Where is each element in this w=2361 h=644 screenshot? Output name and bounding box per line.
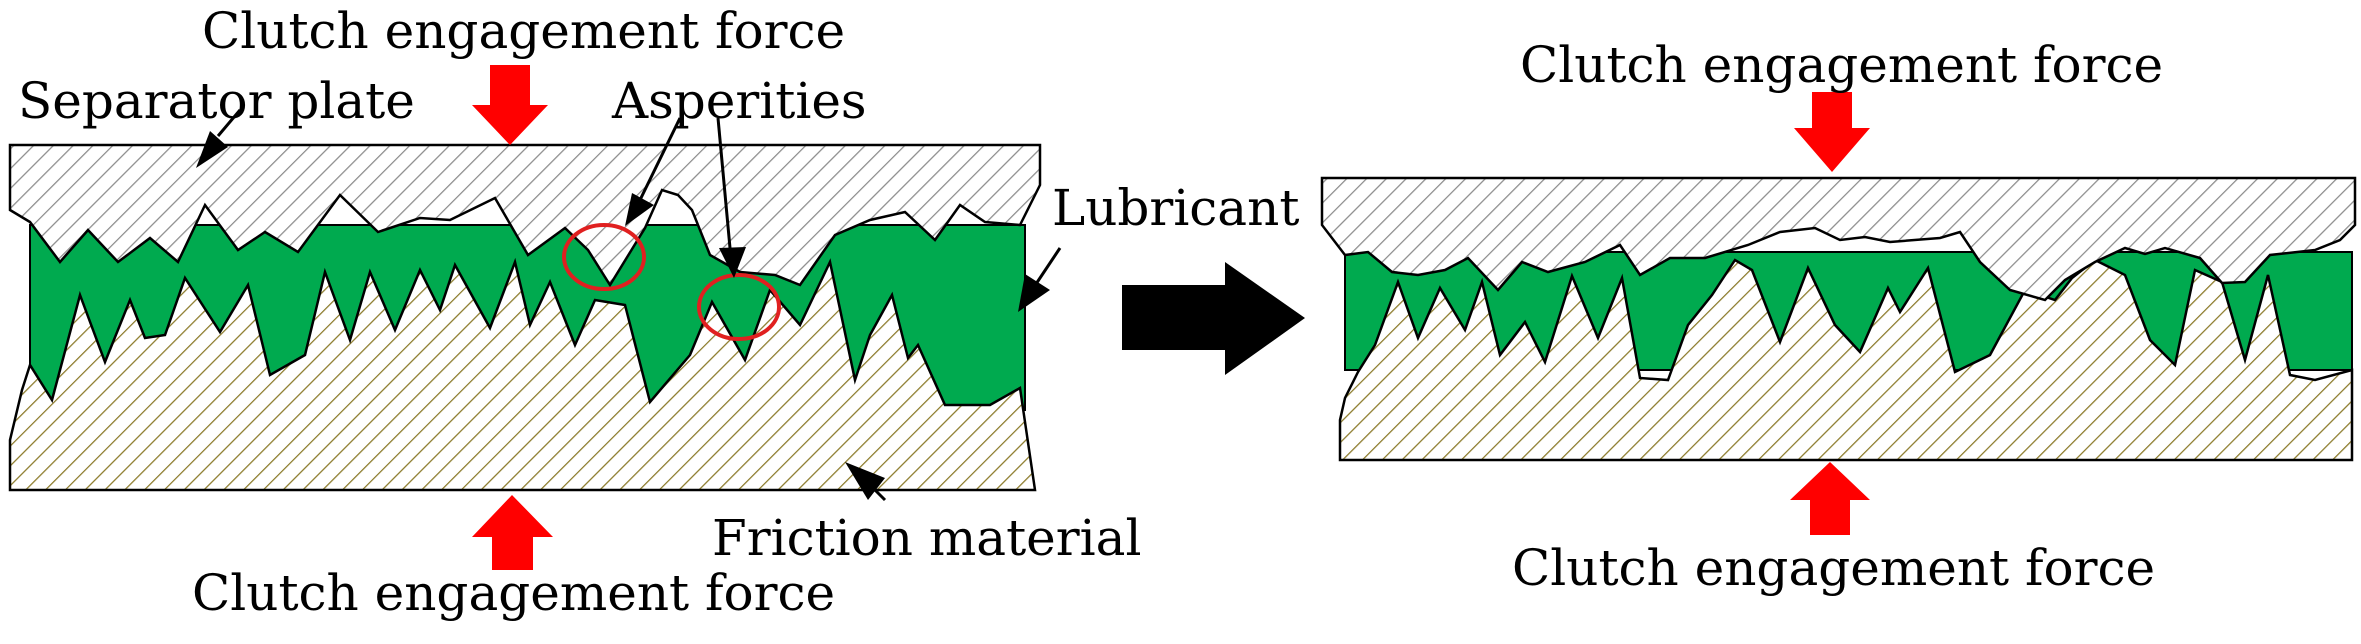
process-arrow	[1122, 262, 1305, 375]
right-panel: Clutch engagement force Clutch engagemen…	[1320, 36, 2357, 597]
force-arrow-right-bottom	[1790, 462, 1870, 535]
label-left-top-force: Clutch engagement force	[202, 2, 845, 60]
label-separator-plate: Separator plate	[18, 72, 415, 130]
label-right-top-force: Clutch engagement force	[1520, 36, 2163, 94]
label-lubricant: Lubricant	[1052, 179, 1299, 237]
pointer-asperity-1	[625, 193, 654, 226]
label-asperities: Asperities	[611, 72, 867, 130]
pointer-friction-material	[845, 462, 885, 500]
force-arrow-left-top	[472, 65, 548, 145]
force-arrow-right-top	[1794, 92, 1870, 172]
separator-plate-right	[1320, 176, 2357, 302]
asperity-circle-2	[697, 273, 781, 341]
pointer-asperity-2	[719, 247, 746, 278]
separator-plate-left	[8, 143, 1042, 288]
label-friction-material: Friction material	[712, 509, 1141, 567]
force-arrow-left-bottom	[472, 495, 553, 570]
pointer-separator-plate	[196, 131, 228, 168]
pointer-lubricant	[1018, 274, 1050, 312]
asperity-circle-1	[562, 223, 646, 291]
left-panel: Clutch engagement force Separator plate …	[8, 2, 1299, 622]
friction-material-left	[8, 257, 1037, 492]
label-left-bottom-force: Clutch engagement force	[192, 564, 835, 622]
friction-material-right	[1338, 258, 2354, 462]
label-right-bottom-force: Clutch engagement force	[1512, 539, 2155, 597]
